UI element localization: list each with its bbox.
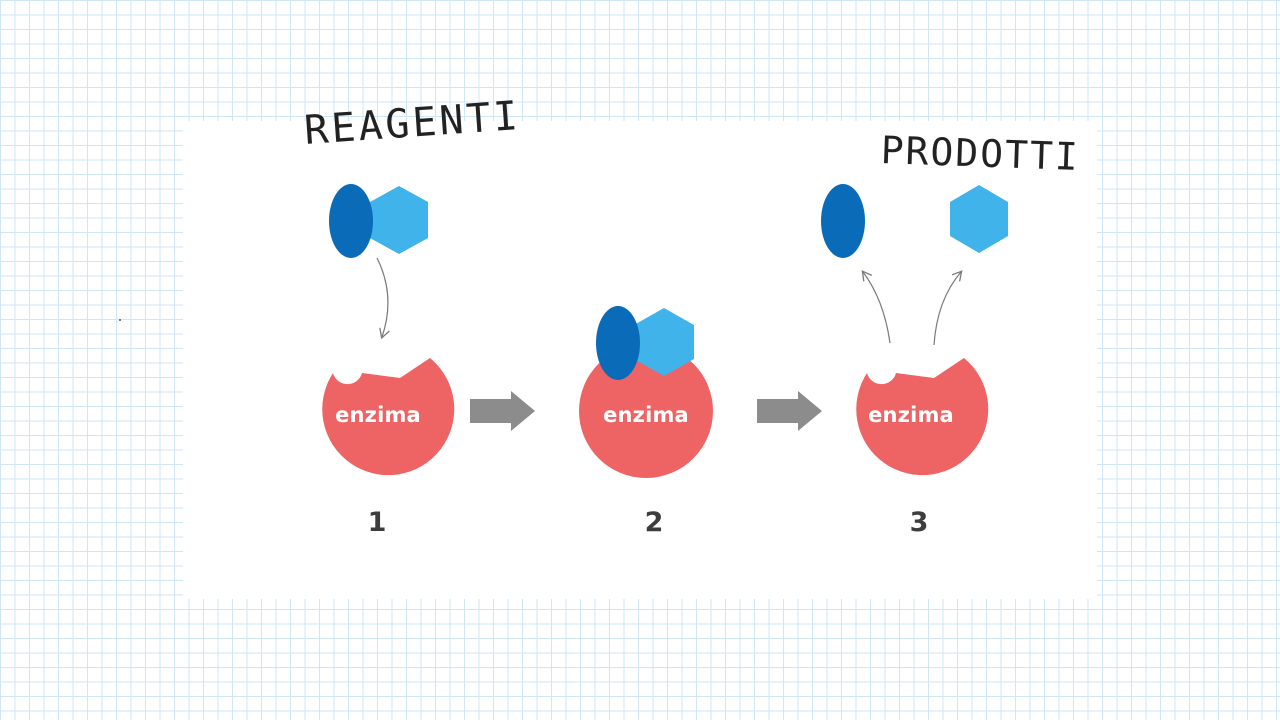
release-arrow-right <box>933 270 963 346</box>
stray-dot <box>119 319 121 321</box>
release-arrow-left <box>861 270 891 344</box>
hexagon-substrate-step1 <box>370 186 428 254</box>
step1-substrates <box>329 184 428 258</box>
enzyme-step3 <box>856 358 989 476</box>
hexagon-substrate-step2 <box>634 308 694 376</box>
oval-substrate-step1 <box>329 184 373 258</box>
step2-bound-substrates <box>596 306 694 380</box>
step-number-3: 3 <box>909 507 929 538</box>
enzyme-label-step2: enzima <box>603 403 689 427</box>
binding-arrow <box>376 257 390 340</box>
hexagon-product <box>950 185 1008 253</box>
enzyme-label-step1: enzima <box>335 403 421 427</box>
enzyme-label-step3: enzima <box>868 403 954 427</box>
enzyme-step1 <box>322 358 455 476</box>
products-label: PRODOTTI <box>880 128 1081 179</box>
step-number-2: 2 <box>644 507 664 538</box>
oval-product <box>821 184 865 258</box>
step-number-1: 1 <box>367 507 387 538</box>
process-arrow-2 <box>757 391 822 431</box>
oval-substrate-step2 <box>596 306 640 380</box>
process-arrow-1 <box>470 391 535 431</box>
